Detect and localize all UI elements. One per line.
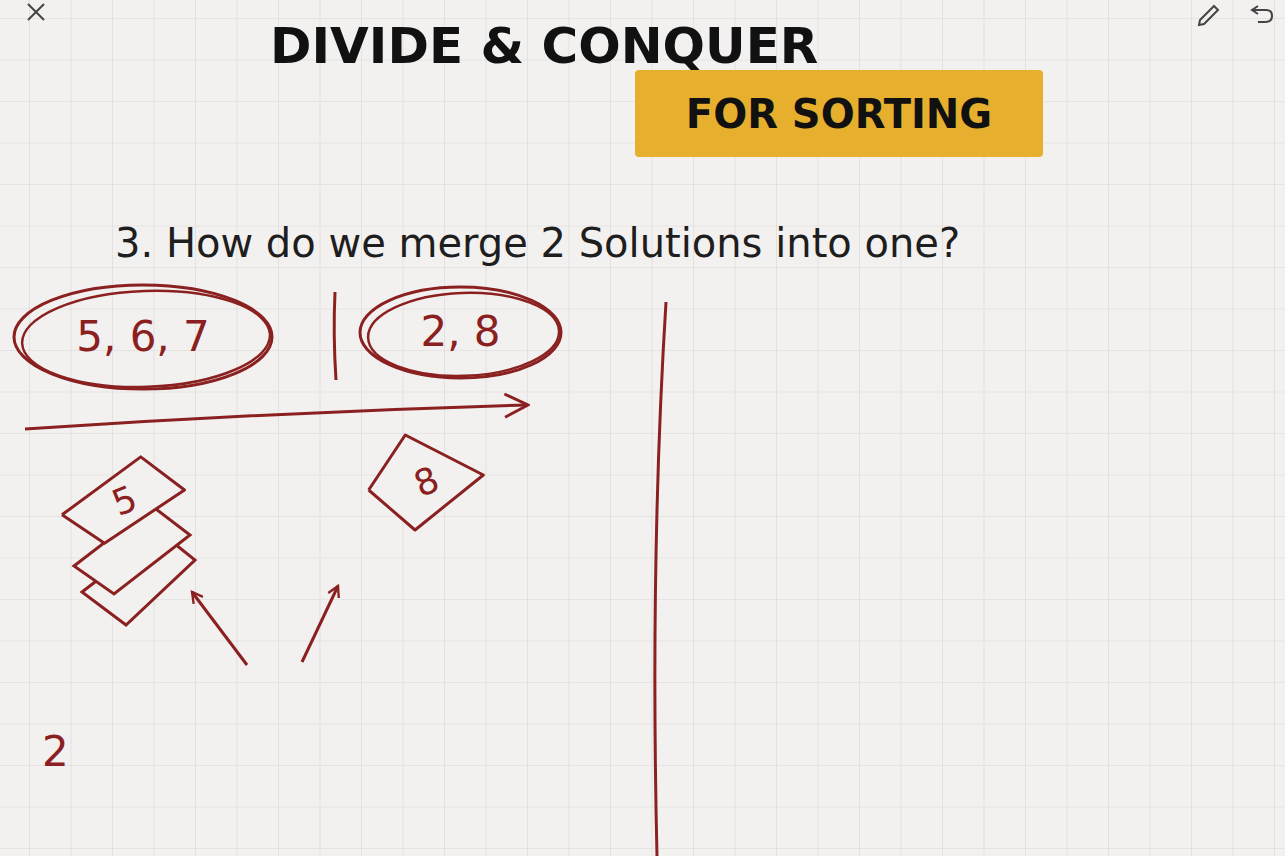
close-icon — [28, 4, 44, 20]
number-list: 5, 6, 7 — [76, 313, 210, 361]
highlight-band: FOR SORTING — [635, 70, 1043, 157]
number-list: 2, 8 — [420, 308, 500, 356]
band-fill — [635, 70, 1043, 157]
pointer-arrow — [192, 592, 247, 665]
card-outline — [369, 435, 484, 530]
split-line — [334, 292, 336, 380]
subtitle-text: FOR SORTING — [686, 91, 992, 137]
number-card: 8 — [365, 432, 487, 532]
page-title: DIVIDE & CONQUER — [270, 18, 818, 76]
sorted-half: 2, 8 — [358, 285, 563, 380]
scan-arrow — [25, 405, 528, 429]
toolbar-icons — [1199, 6, 1272, 25]
number-card: 5 — [62, 455, 187, 547]
sorted-half: 5, 6, 7 — [12, 283, 274, 391]
pointer-arrow — [302, 586, 338, 662]
divider-line — [655, 302, 666, 856]
oval-stroke — [20, 287, 271, 392]
merged-value: 2 — [42, 728, 69, 776]
card-outline — [62, 457, 185, 543]
oval-stroke — [367, 290, 561, 380]
question-text: 3. How do we merge 2 Solutions into one? — [115, 220, 960, 266]
